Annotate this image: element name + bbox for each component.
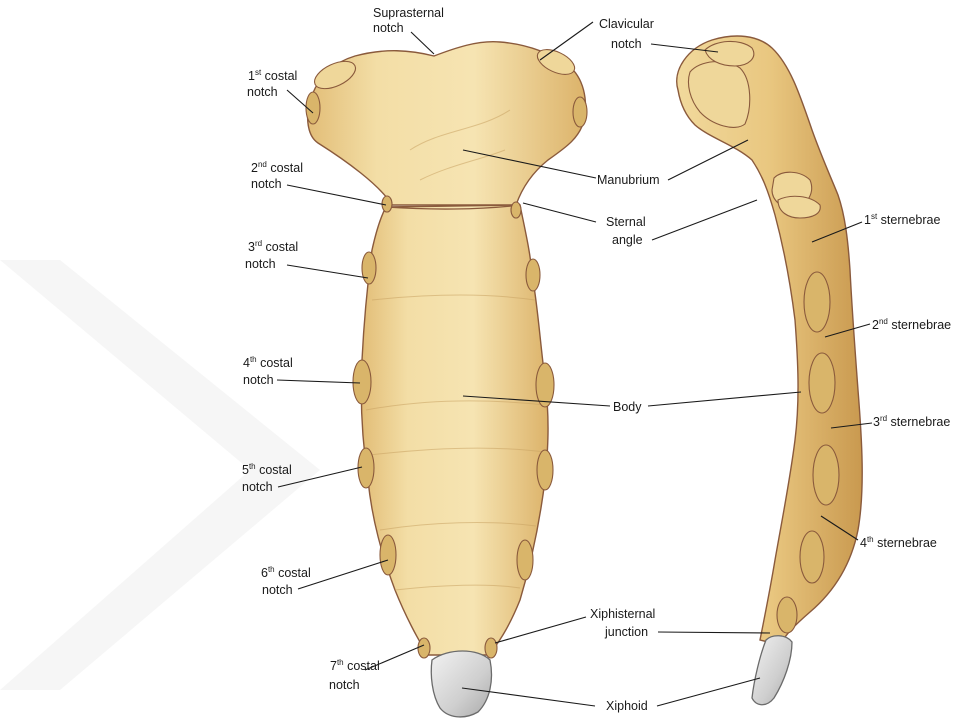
label-costal7-line2: notch: [329, 678, 360, 692]
label-costal5-line2: notch: [242, 480, 273, 494]
label-costal7-line1: 7th costal: [330, 658, 380, 673]
label-sternebrae2: 2nd sternebrae: [872, 317, 951, 332]
xiphoid-anterior-shape: [431, 651, 491, 717]
label-sternal-line1: Sternal: [606, 215, 646, 229]
label-xiphoid: Xiphoid: [606, 699, 648, 713]
label-costal2-line2: notch: [251, 177, 282, 191]
label-costal6-line2: notch: [262, 583, 293, 597]
label-sternebrae3: 3rd sternebrae: [873, 414, 950, 429]
label-xiphisternal-line1: Xiphisternal: [590, 607, 655, 621]
label-suprasternal-line2: notch: [373, 21, 404, 35]
label-costal3-line2: notch: [245, 257, 276, 271]
sternum-anterior-view: [306, 42, 587, 717]
label-xiphisternal-line2: junction: [604, 625, 648, 639]
label-costal3-line1: 3rd costal: [248, 239, 298, 254]
label-sternebrae1: 1st sternebrae: [864, 212, 940, 227]
sternum-lateral-view: [677, 36, 862, 705]
label-costal1-line1: 1st costal: [248, 68, 297, 83]
label-costal2-line1: 2nd costal: [251, 160, 303, 175]
label-costal1-line2: notch: [247, 85, 278, 99]
xiphoid-lateral-shape: [752, 636, 792, 705]
label-clavicular-line1: Clavicular: [599, 17, 654, 31]
label-suprasternal-line1: Suprasternal: [373, 6, 444, 20]
label-costal6-line1: 6th costal: [261, 565, 311, 580]
lateral-sternum-shape: [677, 36, 862, 645]
label-body: Body: [613, 400, 642, 414]
label-clavicular-line2: notch: [611, 37, 642, 51]
label-costal4-line2: notch: [243, 373, 274, 387]
label-costal4-line1: 4th costal: [243, 355, 293, 370]
label-manubrium: Manubrium: [597, 173, 660, 187]
label-sternebrae4: 4th sternebrae: [860, 535, 937, 550]
label-sternal-line2: angle: [612, 233, 643, 247]
